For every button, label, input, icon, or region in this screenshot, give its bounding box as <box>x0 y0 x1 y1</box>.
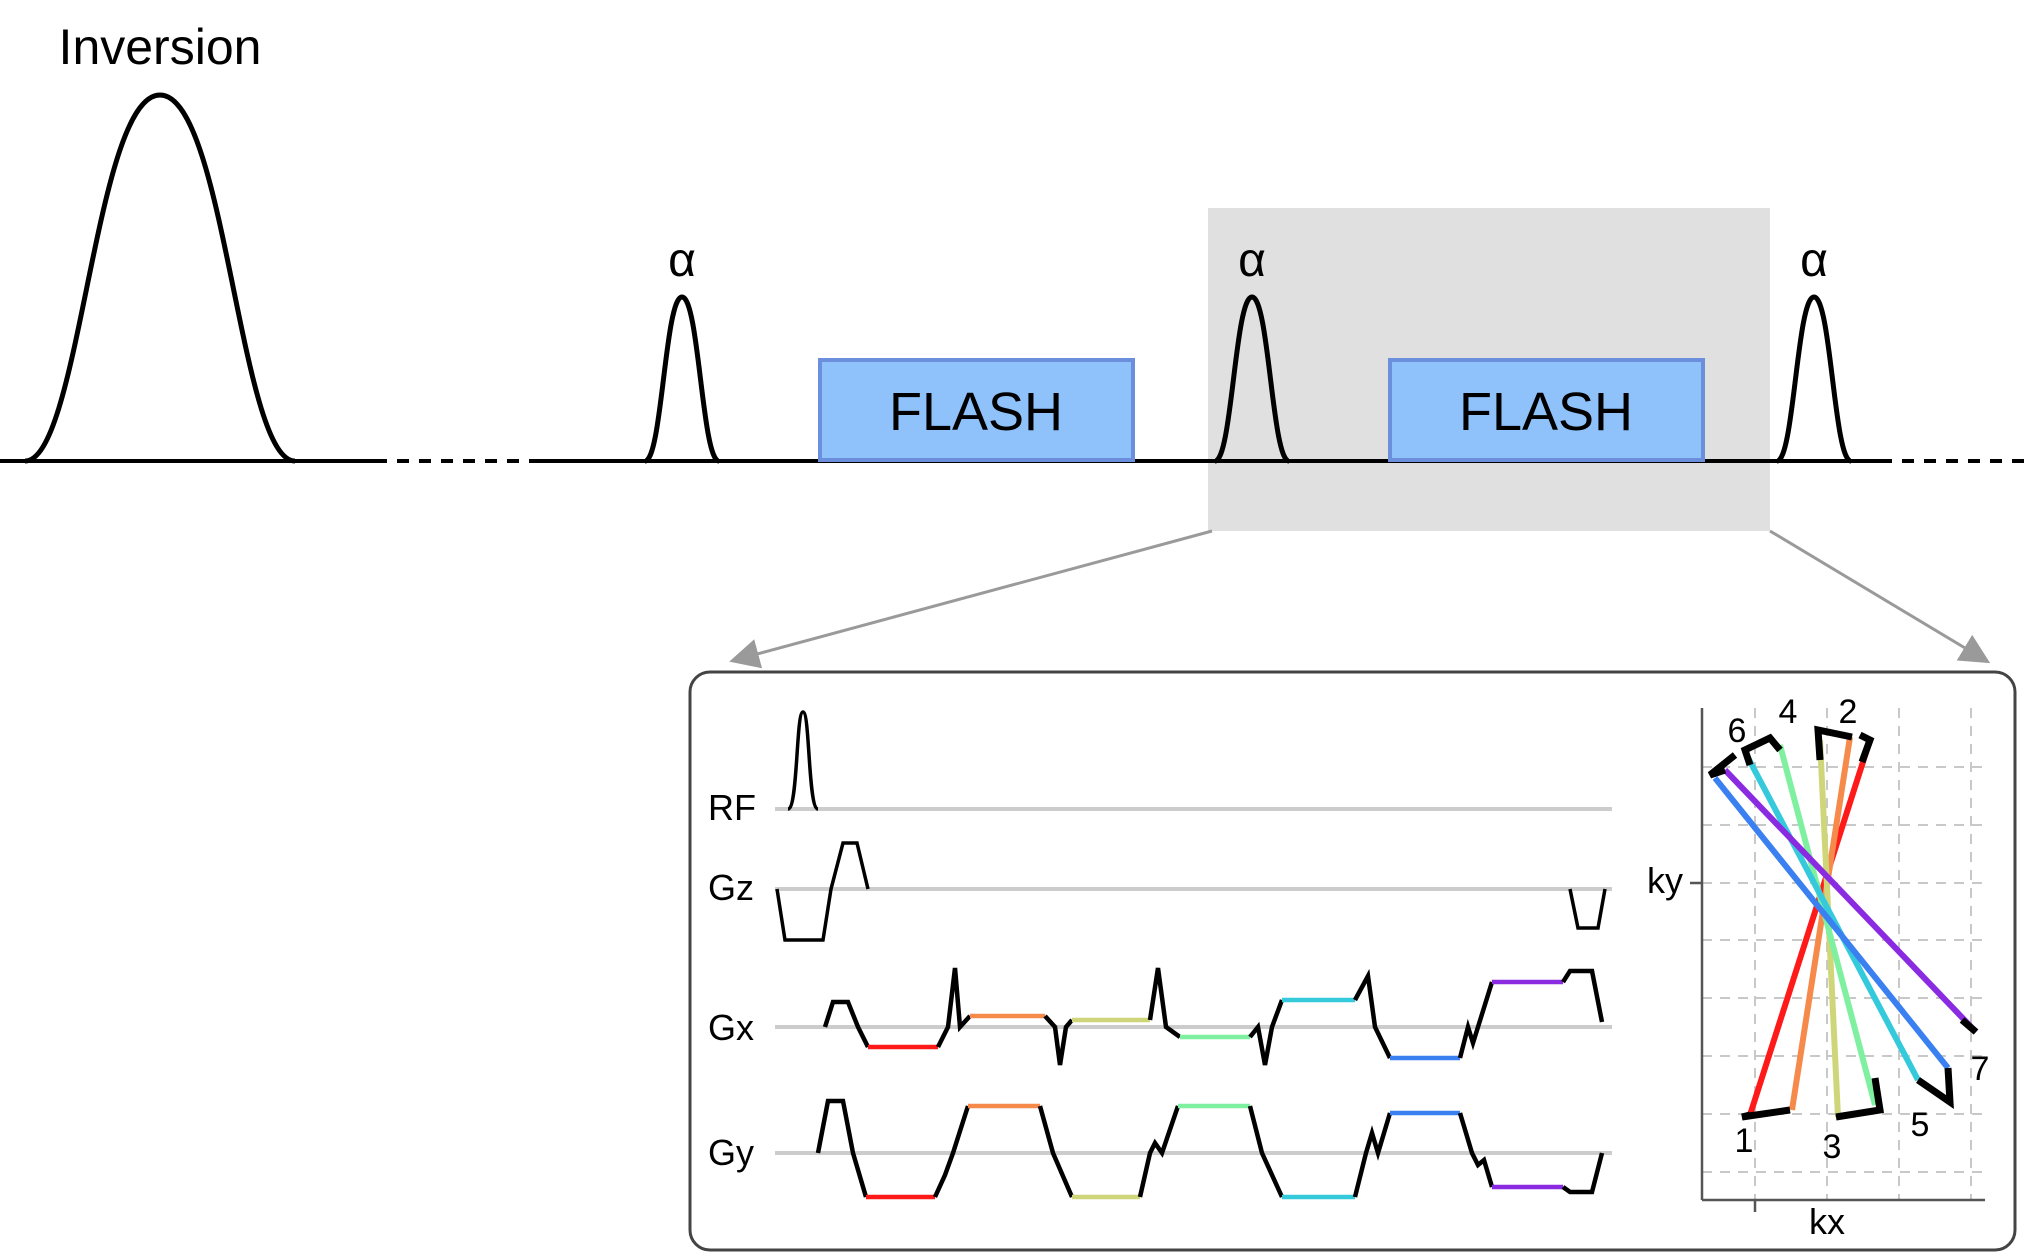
ky-label: ky <box>1647 860 1683 901</box>
flash-block <box>1388 358 1705 462</box>
flash-block <box>818 358 1135 462</box>
zoom-arrow-right <box>1769 529 1991 664</box>
kspace-axes <box>1690 708 1985 1212</box>
flash-label: FLASH <box>1459 382 1633 442</box>
kspace-spokes <box>1712 736 1979 1118</box>
inversion-label: Inversion <box>59 19 262 75</box>
gz-label: Gz <box>708 867 754 908</box>
spoke-number: 1 <box>1735 1122 1754 1160</box>
inversion-pulse <box>24 92 296 464</box>
alpha-pulse <box>643 294 721 464</box>
zoom-arrow-left <box>729 529 1213 669</box>
rf-label: RF <box>708 787 756 828</box>
spoke-number: 2 <box>1839 693 1858 731</box>
rf-waveform <box>786 710 820 811</box>
gy-label: Gy <box>708 1132 754 1173</box>
kx-label: kx <box>1809 1201 1845 1242</box>
flash-label: FLASH <box>889 382 1063 442</box>
alpha-pulse <box>1775 294 1853 464</box>
gx-label: Gx <box>708 1007 754 1048</box>
spoke-number: 3 <box>1823 1128 1842 1166</box>
alpha-label: α <box>1800 234 1828 287</box>
gy-waveform <box>815 1098 1605 1200</box>
gx-waveform <box>822 967 1605 1066</box>
alpha-label: α <box>1238 234 1266 287</box>
spoke-number: 7 <box>1971 1050 1990 1088</box>
alpha-label: α <box>668 234 696 287</box>
spoke-number: 6 <box>1728 712 1747 750</box>
alpha-pulse <box>1213 294 1291 464</box>
gz-waveform <box>775 841 1607 942</box>
spoke-number: 5 <box>1911 1106 1930 1144</box>
kspace-plot: ky kx 1 2 3 4 5 6 7 <box>1647 693 1989 1242</box>
kspace-rewinders <box>1707 725 1979 1121</box>
spoke-number: 4 <box>1779 693 1798 731</box>
